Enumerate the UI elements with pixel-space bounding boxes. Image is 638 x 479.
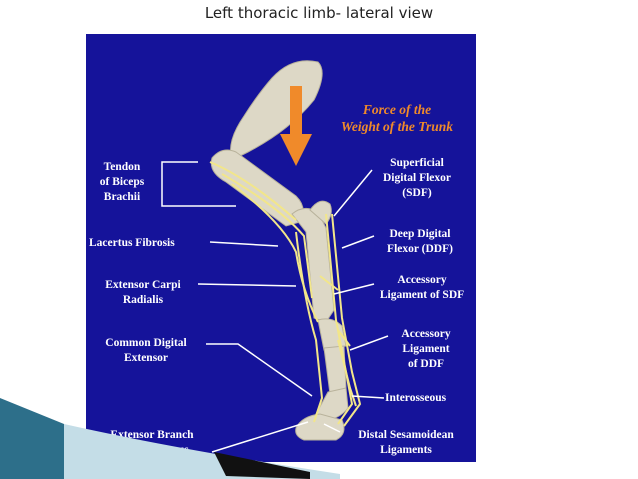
leader-acc-ddf: [349, 335, 389, 351]
leader-lines: [161, 161, 389, 453]
label-deep-digital-flexor: Deep Digital Flexor (DDF): [387, 228, 453, 255]
lacertus-fibrosis: [221, 173, 313, 299]
slide-swoosh-black: [214, 452, 310, 479]
label-biceps-tendon: Tendon of Biceps Brachii: [99, 161, 145, 203]
leader-sdf: [333, 169, 373, 217]
tendon-lines: [209, 161, 362, 427]
leader-acc-sdf: [333, 283, 375, 295]
accessory-sdf-band: [319, 275, 339, 291]
label-accessory-ligament-sdf: Accessory Ligament of SDF: [379, 274, 465, 301]
leader-biceps: [161, 161, 236, 207]
leader-lacertus: [209, 241, 279, 247]
leader-common-digital: [206, 343, 313, 397]
biceps-tendon: [209, 161, 297, 221]
label-lacertus-fibrosis: Lacertus Fibrosis: [89, 237, 175, 249]
leader-extensor-branch: [211, 421, 309, 453]
slide-swoosh-dark: [0, 398, 64, 479]
leader-ddf: [341, 235, 375, 249]
label-superficial-digital-flexor: Superficial Digital Flexor (SDF): [382, 157, 452, 199]
common-digital-tendon: [295, 231, 324, 423]
extensor-carpi-tendon: [231, 183, 319, 323]
ddf-tendon: [331, 213, 362, 427]
accessory-ddf-band: [337, 329, 351, 347]
slide-title: Left thoracic limb- lateral view: [204, 4, 434, 22]
label-common-digital-extensor: Common Digital Extensor: [105, 337, 187, 364]
force-label: Force of the Weight of the Trunk: [340, 102, 454, 134]
label-accessory-ligament-ddf: Accessory Ligament of DDF: [401, 328, 451, 370]
interosseous-ligament: [337, 339, 357, 407]
scapula-bone: [230, 60, 323, 161]
label-extensor-carpi-radialis: Extensor Carpi Radialis: [105, 279, 181, 306]
leader-distal-sesamoidean: [323, 423, 341, 433]
label-distal-sesamoidean-ligaments: Distal Sesamoidean Ligaments: [358, 429, 454, 456]
force-arrow: [280, 86, 312, 166]
limb-bones: [210, 60, 349, 441]
label-interosseous: Interosseous: [385, 392, 447, 404]
leader-interosseous: [351, 395, 385, 399]
hoof-bone: [295, 413, 345, 441]
leader-extensor-carpi: [197, 283, 297, 287]
